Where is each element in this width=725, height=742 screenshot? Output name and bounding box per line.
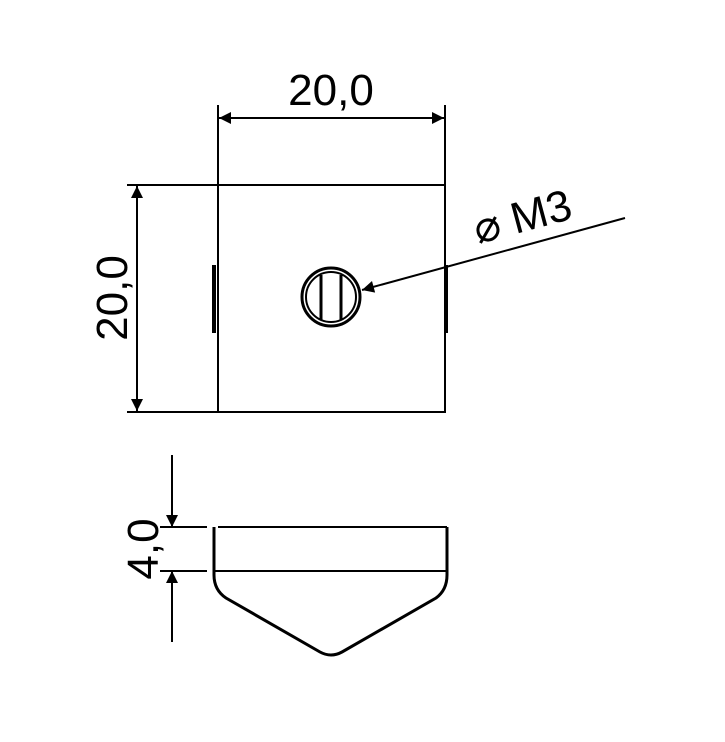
nut-outline-top (217, 184, 446, 413)
nut-outline-side (212, 527, 449, 657)
width-dimension-label: 20,0 (288, 66, 374, 115)
left-edge-bump (212, 265, 216, 333)
height-dimension-label: 20,0 (88, 255, 137, 341)
side-view: 4,0 (119, 455, 449, 657)
top-view: 20,0 20,0 ⌀ M3 (88, 66, 626, 413)
thickness-dimension-label: 4,0 (119, 518, 168, 579)
hole-leader-line (361, 217, 626, 293)
right-edge-bump (444, 265, 448, 333)
hole-callout-label: ⌀ M3 (468, 180, 577, 253)
threaded-hole-icon (300, 266, 362, 328)
